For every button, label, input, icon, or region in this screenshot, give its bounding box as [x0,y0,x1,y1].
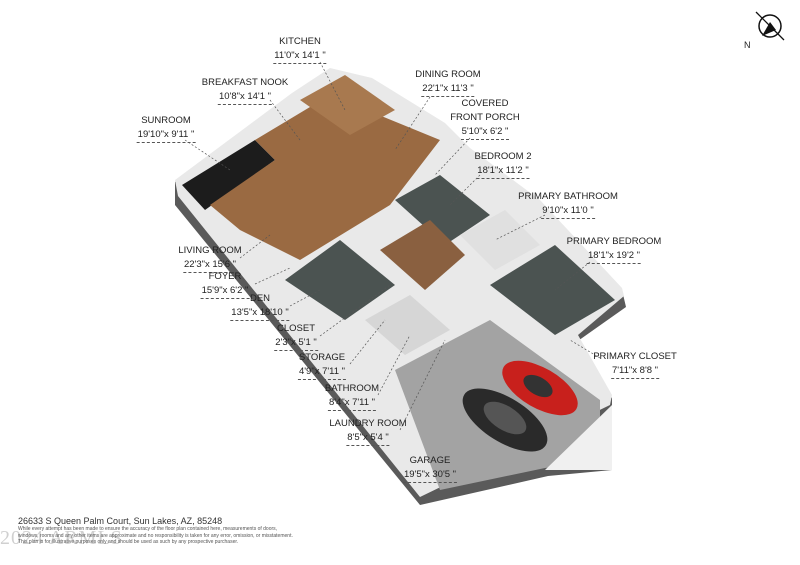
room-name: DEN [249,293,271,304]
room-name: LAUNDRY ROOM [329,418,407,429]
room-dimensions: 2'3"x 5'1 " [274,336,318,351]
room-name: CLOSET [276,323,316,334]
watermark: 2024 ARMLS [0,527,123,549]
room-dimensions: 18'1"x 19'2 " [586,249,642,264]
room-name: DINING ROOM [415,69,481,80]
den-floor [285,240,395,320]
room-label: LIVING ROOM 22'3"x 15'6 " [178,244,242,273]
room-label: KITCHEN 11'0"x 14'1 " [273,35,327,64]
room-label: PRIMARY BEDROOM 18'1"x 19'2 " [566,235,662,264]
primary-bedroom-floor [490,245,615,335]
sunroom-floor [182,140,275,210]
garage-side-wall [545,405,612,470]
room-dimensions: 5'10"x 6'2 " [460,125,510,140]
room-dimensions: 11'0"x 14'1 " [273,49,327,64]
disclaimer-line: While every attempt has been made to ens… [18,526,278,532]
room-name: GARAGE [409,455,451,466]
car-red [502,360,578,416]
room-label: FOYER 15'9"x 6'2 " [200,270,250,299]
room-label: BEDROOM 2 18'1"x 11'2 " [474,150,532,179]
north-label: N [744,40,751,50]
property-address: 26633 S Queen Palm Court, Sun Lakes, AZ,… [18,516,223,526]
room-dimensions: 8'5"x 5'4 " [346,431,390,446]
room-dimensions: 8'4"x 7'11 " [327,396,377,411]
room-label: DINING ROOM 22'1"x 11'3 " [415,68,481,97]
bedroom2-floor [395,175,490,245]
room-name: PRIMARY CLOSET [593,351,677,362]
room-name: KITCHEN [279,36,321,47]
room-name: COVERED FRONT PORCH [450,98,520,123]
room-dimensions: 7'11"x 8'8 " [610,364,660,379]
room-name: LIVING ROOM [178,245,242,256]
room-label: SUNROOM 19'10"x 9'11 " [136,114,196,143]
room-label: PRIMARY BATHROOM 9'10"x 11'0 " [518,190,618,219]
room-dimensions: 15'9"x 6'2 " [200,284,250,299]
room-dimensions: 13'5"x 18'10 " [230,306,290,321]
room-name: BREAKFAST NOOK [201,77,289,88]
leader-lines [184,61,601,431]
room-label: LAUNDRY ROOM 8'5"x 5'4 " [329,417,407,446]
room-dimensions: 22'3"x 15'6 " [182,258,238,273]
footer: 26633 S Queen Palm Court, Sun Lakes, AZ,… [18,516,293,546]
kitchen-floor [300,75,395,135]
room-name: BEDROOM 2 [474,151,532,162]
room-name: SUNROOM [141,115,191,126]
car-black [462,388,548,452]
primary-bath-floor [460,210,540,270]
room-label: STORAGE 4'9"x 7'11 " [297,351,347,380]
room-label: COVERED FRONT PORCH 5'10"x 6'2 " [450,97,520,140]
room-label: PRIMARY CLOSET 7'11"x 8'8 " [593,350,677,379]
room-dimensions: 19'10"x 9'11 " [136,128,196,143]
room-name: FOYER [208,271,242,282]
hall-floor [380,220,465,290]
room-label: GARAGE 19'5"x 30'5 " [402,454,458,483]
room-dimensions: 22'1"x 11'3 " [421,82,475,97]
room-label: CLOSET 2'3"x 5'1 " [274,322,318,351]
room-dimensions: 19'5"x 30'5 " [402,468,458,483]
room-dimensions: 10'8"x 14'1 " [217,90,273,105]
room-dimensions: 4'9"x 7'11 " [297,365,347,380]
room-name: BATHROOM [324,383,380,394]
disclaimer-line: This plan is for illustrative purposes o… [18,539,239,545]
room-dimensions: 18'1"x 11'2 " [476,164,530,179]
room-label: DEN 13'5"x 18'10 " [230,292,290,321]
compass-north-icon [755,11,785,41]
room-name: PRIMARY BATHROOM [518,191,618,202]
utility-floor [365,295,450,355]
room-label: BATHROOM 8'4"x 7'11 " [325,382,379,411]
room-label: BREAKFAST NOOK 10'8"x 14'1 " [202,76,288,105]
disclaimer-line: windows, rooms and any other items are a… [18,532,293,539]
room-name: PRIMARY BEDROOM [566,236,662,247]
living-wood-floor [210,95,440,260]
room-dimensions: 9'10"x 11'0 " [541,204,595,219]
room-name: STORAGE [298,352,346,363]
